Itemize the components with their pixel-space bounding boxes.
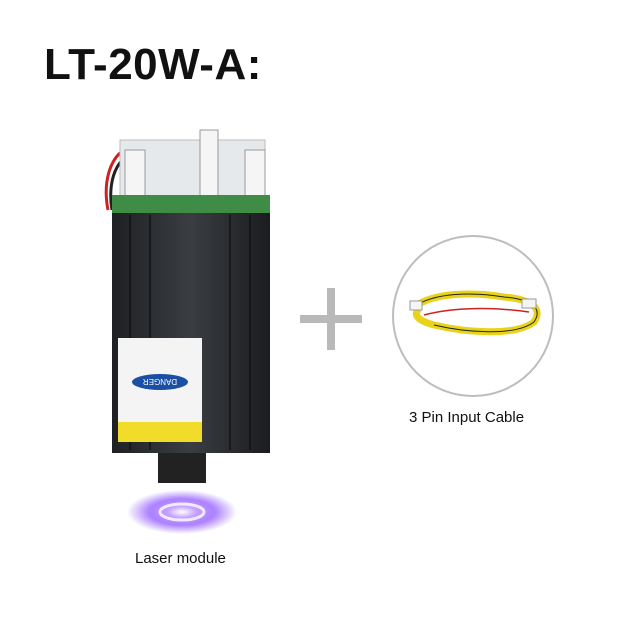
cable-illustration: [409, 290, 541, 336]
plus-icon: [300, 288, 362, 350]
cable-caption: 3 Pin Input Cable: [409, 409, 525, 426]
laser-module-caption: Laser module: [135, 550, 226, 567]
product-title: LT-20W-A:: [44, 40, 262, 89]
cable-image-circle: [392, 235, 554, 397]
danger-label: DANGER: [143, 377, 177, 386]
